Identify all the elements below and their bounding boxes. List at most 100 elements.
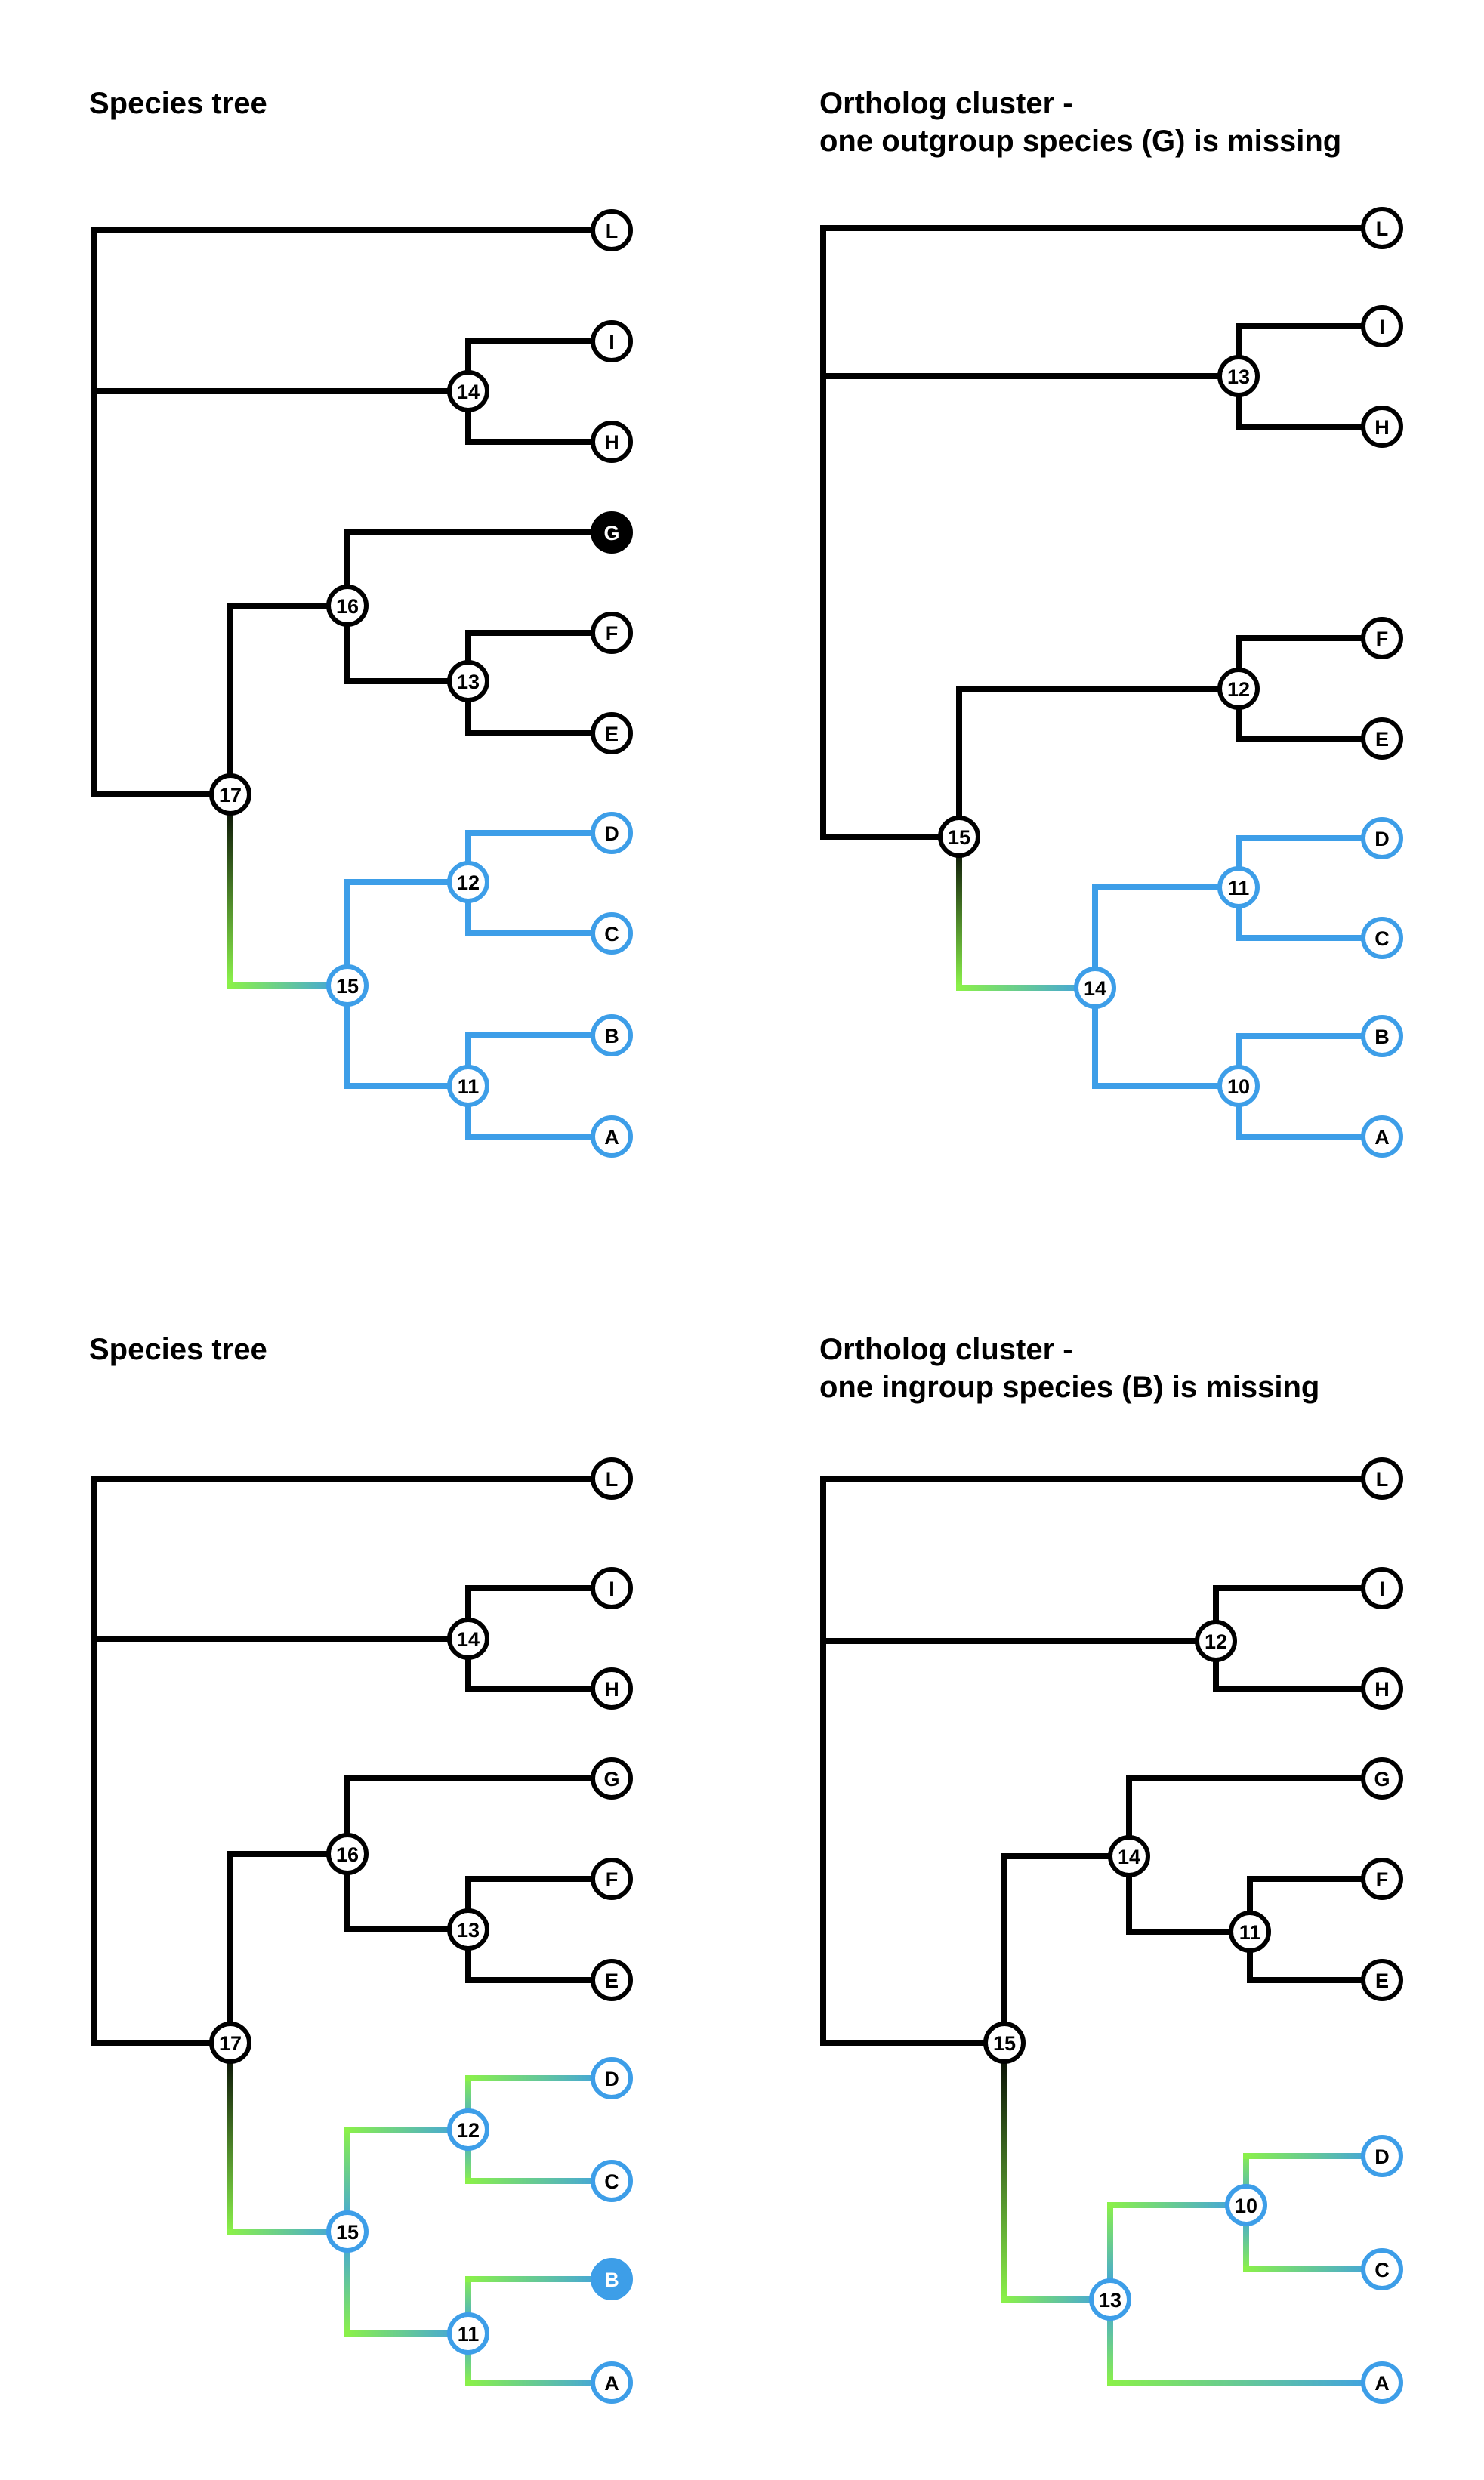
node-circle <box>1195 1620 1237 1662</box>
node-label: G <box>603 522 619 544</box>
node-label: 11 <box>1228 877 1250 899</box>
node-circle <box>591 209 633 251</box>
node-label: 17 <box>219 784 242 807</box>
leaf-node-d: D <box>591 2057 633 2099</box>
node-circle <box>983 2022 1026 2064</box>
node-circle <box>447 861 489 903</box>
internal-node-12: 12 <box>447 2108 489 2151</box>
edge-13-to-I-H <box>1236 323 1385 430</box>
internal-node-10: 10 <box>1217 1065 1260 1107</box>
node-circle <box>447 2108 489 2151</box>
edge-root-to-L <box>91 227 615 797</box>
node-circle <box>591 1959 633 2001</box>
node-circle <box>1361 917 1403 959</box>
leaf-node-c: C <box>1361 2248 1403 2290</box>
node-circle <box>591 1014 633 1056</box>
leaf-node-a: A <box>591 2361 633 2404</box>
node-circle <box>1217 668 1260 710</box>
node-label: 12 <box>1227 678 1250 701</box>
node-label: L <box>606 220 619 242</box>
internal-node-14: 14 <box>447 1618 489 1660</box>
leaf-node-l: L <box>1361 1457 1403 1500</box>
leaf-node-i: I <box>1361 305 1403 347</box>
node-circle <box>1217 355 1260 397</box>
panel-title-line-1: Ortholog cluster - <box>819 1333 1073 1366</box>
node-label: 11 <box>1239 1921 1261 1944</box>
edge-14-to-I-H <box>465 1585 615 1692</box>
node-circle <box>447 1065 489 1107</box>
node-circle <box>1361 717 1403 760</box>
node-circle <box>1108 1835 1150 1877</box>
internal-node-17: 17 <box>209 773 251 816</box>
node-label: 16 <box>336 595 359 618</box>
node-label: I <box>1379 316 1385 338</box>
node-circle <box>1361 406 1403 448</box>
edge-12-to-D-C <box>465 830 615 936</box>
node-label: G <box>603 1768 619 1791</box>
internal-node-13: 13 <box>1089 2278 1131 2321</box>
edge-12-to-I-H <box>1213 1585 1385 1692</box>
node-circle <box>591 712 633 754</box>
internal-node-13: 13 <box>447 1908 489 1951</box>
node-circle <box>591 2160 633 2202</box>
node-circle <box>1089 2278 1131 2321</box>
edge-root-to-L <box>820 225 1385 840</box>
leaf-node-f: F <box>1361 1858 1403 1900</box>
node-label: L <box>1376 1468 1389 1491</box>
edge-root-to-L <box>91 1476 615 2046</box>
node-label: C <box>1374 2259 1390 2281</box>
node-label: 13 <box>457 671 480 693</box>
node-circle <box>1361 817 1403 859</box>
internal-node-11: 11 <box>1229 1911 1271 1953</box>
node-circle <box>591 912 633 955</box>
node-label: D <box>1374 2145 1390 2168</box>
node-label: A <box>1374 2372 1390 2395</box>
internal-node-13: 13 <box>1217 355 1260 397</box>
node-circle <box>591 320 633 362</box>
edge-15-to-12 <box>956 686 1242 840</box>
node-label: H <box>604 431 619 454</box>
node-circle <box>326 1833 369 1875</box>
node-label: G <box>1374 1768 1390 1791</box>
node-label: D <box>1374 828 1390 850</box>
edge-13-to-F-E <box>465 630 615 736</box>
node-label: L <box>606 1468 619 1491</box>
node-circle <box>447 2312 489 2355</box>
node-circle <box>1217 866 1260 908</box>
node-label: 14 <box>1118 1846 1140 1868</box>
panel-title: Species tree <box>89 1333 267 1366</box>
node-circle <box>591 812 633 854</box>
internal-node-10: 10 <box>1225 2184 1267 2226</box>
node-label: 11 <box>458 1075 480 1098</box>
node-circle <box>591 511 633 554</box>
internal-node-12: 12 <box>1195 1620 1237 1662</box>
leaf-node-l: L <box>1361 207 1403 249</box>
node-circle <box>938 816 980 858</box>
leaf-node-a: A <box>1361 2361 1403 2404</box>
node-label: 15 <box>336 975 359 998</box>
leaf-node-g: G <box>591 511 633 554</box>
node-circle <box>1361 2135 1403 2177</box>
internal-node-15: 15 <box>326 2210 369 2253</box>
edge-11-to-D-C <box>1236 835 1385 941</box>
internal-node-11: 11 <box>447 2312 489 2355</box>
node-label: A <box>604 2372 619 2395</box>
node-label: A <box>604 1126 619 1149</box>
node-label: I <box>609 1578 615 1600</box>
node-circle <box>1361 1015 1403 1057</box>
node-label: F <box>1376 1868 1389 1891</box>
internal-node-14: 14 <box>1108 1835 1150 1877</box>
node-label: 12 <box>457 871 480 894</box>
node-label: B <box>604 1025 619 1047</box>
node-circle <box>209 2022 251 2064</box>
node-label: 14 <box>457 381 480 403</box>
edge-14-to-G-11 <box>1126 1775 1385 1935</box>
node-label: E <box>1375 728 1389 751</box>
internal-node-17: 17 <box>209 2022 251 2064</box>
node-circle <box>209 773 251 816</box>
internal-node-12: 12 <box>447 861 489 903</box>
